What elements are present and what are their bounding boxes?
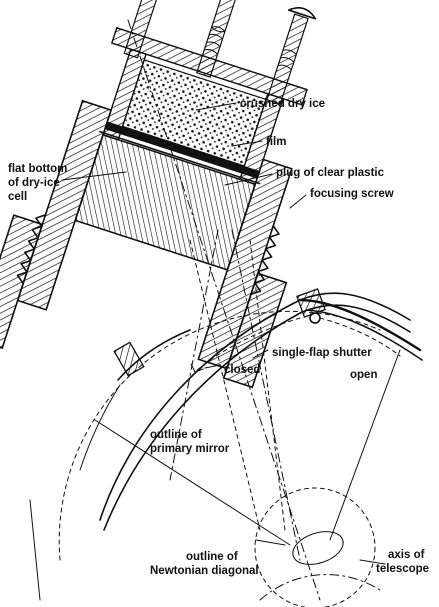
label-film: film: [266, 136, 286, 148]
label-primary-2: primary mirror: [150, 443, 230, 455]
label-flat-bottom-2: of dry-ice: [8, 177, 60, 189]
label-crushed-dry-ice: crushed dry ice: [240, 98, 325, 110]
label-shutter: single-flap shutter: [272, 347, 372, 359]
label-axis-2: telescope: [376, 563, 429, 575]
newtonian-diagonal: [94, 349, 401, 607]
label-axis-1: axis of: [388, 549, 425, 561]
outer-wall-right: [197, 158, 293, 370]
focuser-sleeve-right: [222, 272, 288, 389]
film-line: [99, 130, 261, 185]
labels: crushed dry ice film flat bottom of dry-…: [8, 98, 429, 577]
outer-wall-left: [16, 99, 113, 311]
label-focusing-screw: focusing screw: [310, 188, 394, 200]
flat-bottom: [104, 121, 260, 179]
leader-lines: [61, 102, 386, 565]
label-diagonal-2: Newtonian diagonal: [150, 565, 259, 577]
label-flat-bottom-3: cell: [8, 191, 27, 203]
label-open: open: [350, 369, 377, 381]
label-plug: plug of clear plastic: [276, 167, 385, 179]
label-primary-1: outline of: [150, 429, 202, 441]
camera-assembly: [0, 0, 317, 389]
mounting-bolts: [113, 288, 326, 377]
label-diagonal-1: outline of: [186, 551, 238, 563]
top-plate: [110, 26, 308, 106]
shutter: [190, 317, 401, 373]
label-closed: closed: [224, 364, 260, 376]
focuser-sleeve-left: [0, 214, 44, 350]
label-flat-bottom-1: flat bottom: [8, 163, 67, 175]
left-tube-edge: [79, 329, 191, 471]
